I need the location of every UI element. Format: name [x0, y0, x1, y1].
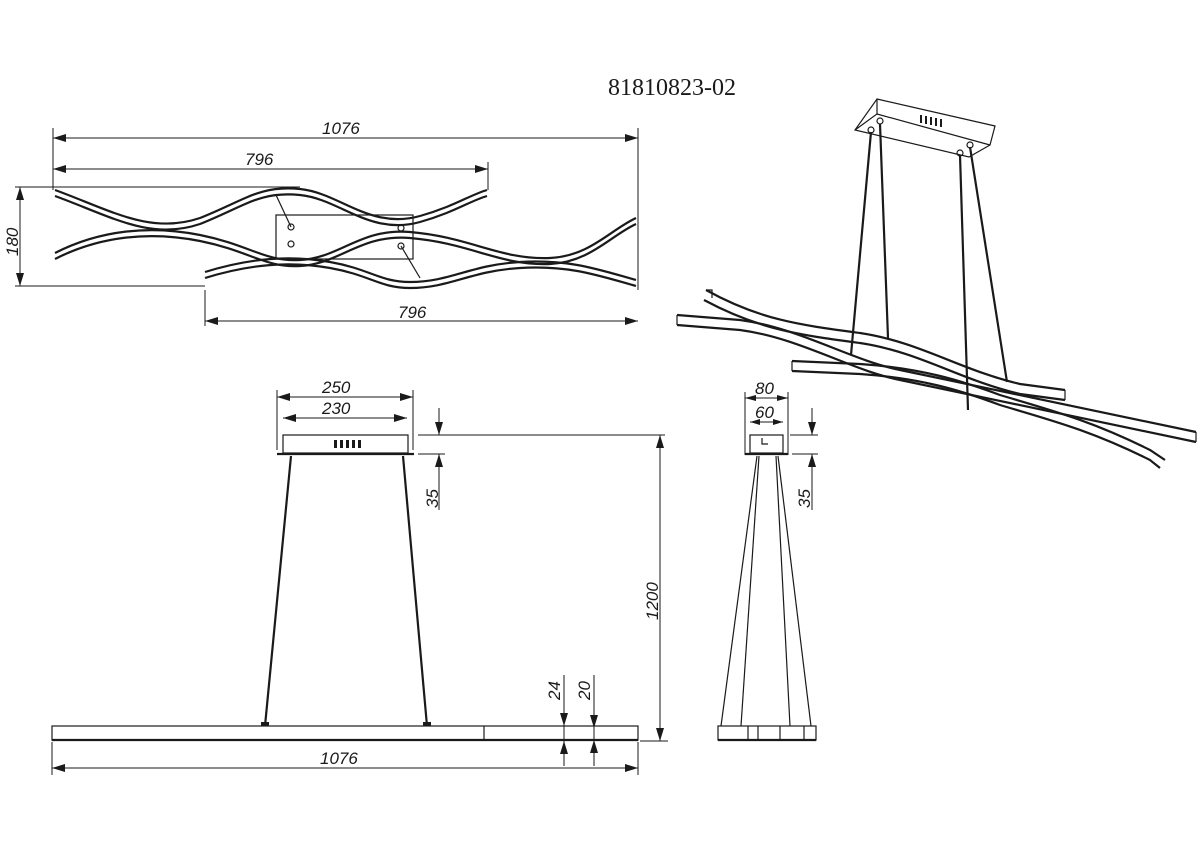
isometric-view — [676, 98, 1197, 469]
dim-canopy-outer-depth: 80 — [755, 379, 774, 398]
dim-canopy-inner-width: 230 — [321, 399, 351, 418]
dim-side-canopy-height: 35 — [795, 489, 814, 508]
dim-overall-width: 1076 — [322, 119, 360, 138]
dim-canopy-inner-depth: 60 — [755, 403, 774, 422]
dim-depth: 180 — [3, 227, 22, 256]
front-view: 250 230 35 1200 — [51, 378, 668, 775]
dim-canopy-height: 35 — [423, 489, 442, 508]
product-code: 81810823-02 — [608, 75, 736, 101]
canopy-vent-icon — [334, 440, 361, 448]
dim-bar-height-inner: 20 — [575, 681, 594, 701]
dim-lower-wave-width: 796 — [398, 303, 427, 322]
dim-canopy-outer-width: 250 — [321, 378, 351, 397]
dim-bar-length: 1076 — [320, 749, 358, 768]
dim-bar-height-outer: 24 — [545, 681, 564, 701]
dim-upper-wave-width: 796 — [245, 150, 274, 169]
top-view: 1076 796 180 796 — [3, 119, 639, 326]
dim-total-height: 1200 — [643, 582, 662, 620]
side-view: 80 60 35 — [717, 379, 818, 742]
canopy-vent-icon — [920, 115, 942, 127]
